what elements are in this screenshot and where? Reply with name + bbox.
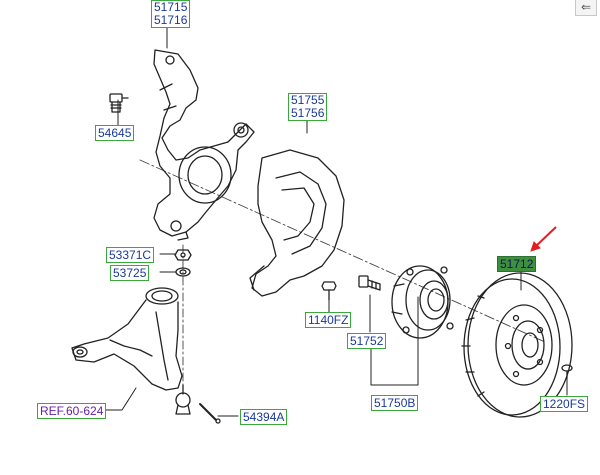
part-label-51755-51756[interactable]: 51755 51756 [288,93,328,121]
part-number-51755: 51755 [291,93,325,107]
part-number-51756: 51756 [291,106,325,120]
dust-shield-drawing [249,149,345,297]
lower-control-arm-drawing [71,287,191,415]
part-label-51752[interactable]: 51752 [347,333,387,349]
part-label-51715-51716[interactable]: 51715 51716 [151,0,191,28]
steering-knuckle-drawing [153,49,255,241]
part-label-1220fs[interactable]: 1220FS [540,396,589,412]
reference-label-60-624[interactable]: REF.60-624 [37,403,107,419]
part-label-51750b[interactable]: 51750B [371,395,419,411]
part-label-53371c[interactable]: 53371C [106,247,155,263]
part-label-53725[interactable]: 53725 [110,265,150,281]
part-label-1140fz[interactable]: 1140FZ [305,312,352,328]
back-arrow-icon[interactable]: ⇐ [575,0,597,16]
wheel-hub-drawing [391,265,454,339]
pointer-arrow [530,226,557,252]
hub-bolt-51752-drawing [358,275,381,291]
screw-1220fs-drawing [561,364,573,379]
bolt-54645-drawing [109,93,129,113]
pin-54394a-drawing [199,403,221,424]
part-label-54645[interactable]: 54645 [95,125,135,141]
nut-and-washer-drawing [174,249,192,277]
center-axis-line [139,159,546,343]
part-label-54394a[interactable]: 54394A [240,409,288,425]
part-label-51712-selected[interactable]: 51712 [497,256,537,272]
brake-disc-drawing [461,272,573,418]
bolt-1140fz-drawing [321,281,337,301]
part-number-51716: 51716 [154,13,188,27]
part-number-51715: 51715 [154,0,188,14]
